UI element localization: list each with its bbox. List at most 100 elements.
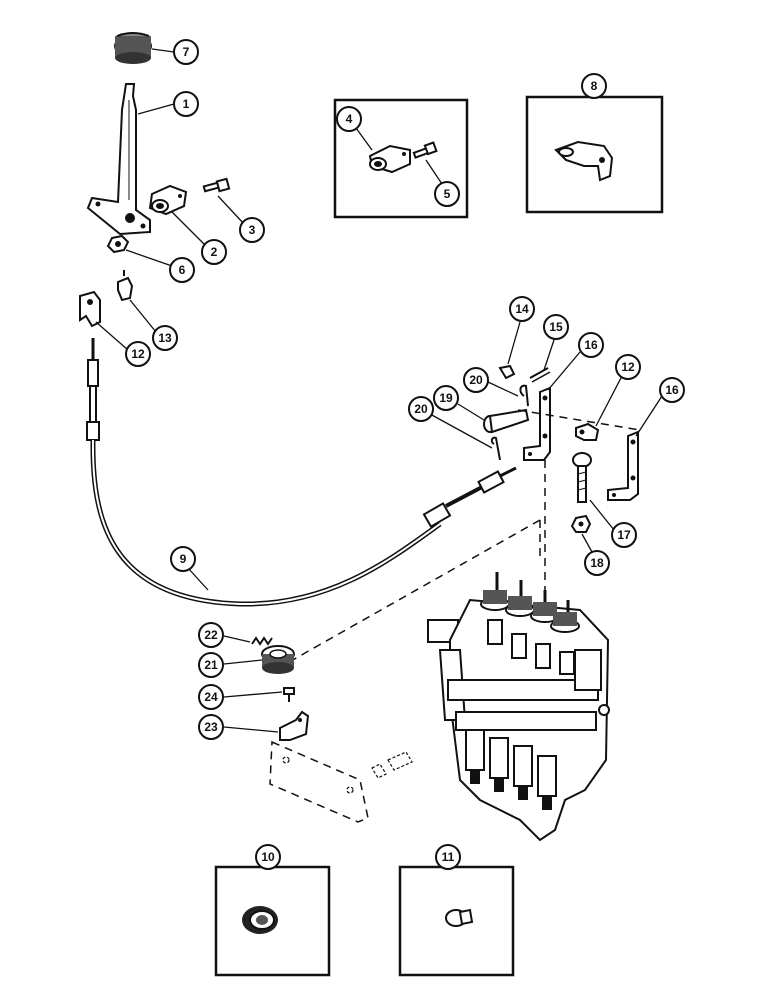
svg-text:15: 15 bbox=[549, 320, 563, 334]
cotter-pin-part-20-upper bbox=[519, 384, 529, 407]
rod-end-part-17 bbox=[572, 452, 592, 503]
callout-20b: 20 bbox=[408, 396, 434, 422]
callout-24: 24 bbox=[198, 684, 224, 710]
leader-4 bbox=[355, 127, 373, 151]
svg-text:23: 23 bbox=[204, 720, 218, 734]
callout-23: 23 bbox=[198, 714, 224, 740]
callout-14: 14 bbox=[509, 296, 535, 322]
svg-text:14: 14 bbox=[515, 302, 529, 316]
screw-part-24 bbox=[283, 687, 295, 702]
leader-15 bbox=[543, 339, 555, 371]
callout-12a: 12 bbox=[125, 341, 151, 367]
callout-18: 18 bbox=[584, 550, 610, 576]
callout-6: 6 bbox=[169, 257, 195, 283]
pivot-bracket-part bbox=[148, 184, 188, 216]
clevis-pin-part-19 bbox=[483, 408, 530, 434]
control-lever-part bbox=[86, 83, 151, 236]
mounting-plate-dashed bbox=[269, 740, 413, 823]
svg-text:12: 12 bbox=[621, 360, 635, 374]
leader-5 bbox=[425, 159, 443, 185]
callout-20a: 20 bbox=[463, 367, 489, 393]
control-cable-part bbox=[86, 338, 517, 607]
callout-11: 11 bbox=[435, 844, 461, 870]
svg-text:1: 1 bbox=[183, 97, 190, 111]
leader-22 bbox=[223, 635, 251, 643]
callout-12b: 12 bbox=[615, 354, 641, 380]
leader-19 bbox=[457, 403, 485, 421]
alternate-bracket-part bbox=[368, 144, 411, 174]
svg-text:17: 17 bbox=[617, 528, 631, 542]
svg-text:13: 13 bbox=[158, 331, 172, 345]
leader-23 bbox=[223, 726, 279, 733]
leader-6 bbox=[125, 249, 173, 267]
leader-13 bbox=[129, 299, 157, 333]
callout-7: 7 bbox=[173, 39, 199, 65]
clevis-part bbox=[79, 290, 101, 328]
svg-text:20: 20 bbox=[469, 373, 483, 387]
grommet-part-10 bbox=[242, 906, 278, 934]
leader-20a bbox=[487, 381, 519, 397]
leader-14 bbox=[507, 321, 521, 365]
leader-1 bbox=[137, 103, 175, 115]
callout-3: 3 bbox=[239, 217, 265, 243]
callout-16a: 16 bbox=[578, 332, 604, 358]
svg-text:5: 5 bbox=[444, 187, 451, 201]
leader-16b bbox=[635, 395, 663, 437]
clevis-part-12-right bbox=[575, 422, 600, 441]
svg-text:3: 3 bbox=[249, 223, 256, 237]
bracket-part-16-left bbox=[523, 386, 551, 461]
bolt-part bbox=[202, 177, 231, 193]
spring-part-22 bbox=[251, 636, 273, 646]
callout-1: 1 bbox=[173, 91, 199, 117]
cotter-pin-part-20-lower bbox=[490, 436, 501, 461]
svg-text:16: 16 bbox=[665, 383, 679, 397]
leader-3 bbox=[217, 195, 245, 225]
alignment-line bbox=[274, 519, 541, 671]
callout-21: 21 bbox=[198, 652, 224, 678]
control-valve-assembly bbox=[427, 572, 610, 842]
svg-text:10: 10 bbox=[261, 850, 275, 864]
leader-24 bbox=[223, 691, 283, 698]
svg-text:12: 12 bbox=[131, 347, 145, 361]
leader-7 bbox=[151, 48, 175, 53]
svg-text:9: 9 bbox=[180, 552, 187, 566]
leader-21 bbox=[223, 659, 263, 665]
callout-13: 13 bbox=[152, 325, 178, 351]
svg-text:7: 7 bbox=[183, 45, 190, 59]
svg-text:11: 11 bbox=[442, 850, 455, 864]
clip-pin-part-14 bbox=[498, 364, 516, 380]
svg-text:22: 22 bbox=[204, 628, 218, 642]
svg-text:2: 2 bbox=[211, 245, 218, 259]
callout-9: 9 bbox=[170, 546, 196, 572]
leader-17 bbox=[589, 499, 615, 531]
callout-19: 19 bbox=[433, 385, 459, 411]
svg-text:21: 21 bbox=[204, 658, 218, 672]
callout-5: 5 bbox=[434, 181, 460, 207]
leader-18 bbox=[581, 533, 593, 553]
leader-20b bbox=[429, 413, 493, 449]
callout-8: 8 bbox=[581, 73, 607, 99]
svg-text:18: 18 bbox=[590, 556, 604, 570]
callout-22: 22 bbox=[198, 622, 224, 648]
callout-10: 10 bbox=[255, 844, 281, 870]
detent-bracket-part-23 bbox=[279, 710, 310, 741]
leader-16a bbox=[547, 351, 581, 391]
clamp-part bbox=[554, 140, 614, 182]
knob-part bbox=[114, 32, 152, 64]
detail-box-10 bbox=[214, 865, 331, 977]
pin-part bbox=[117, 270, 134, 302]
plug-part-11 bbox=[445, 908, 474, 927]
nut-part-18 bbox=[570, 514, 592, 533]
svg-text:6: 6 bbox=[179, 263, 186, 277]
callout-2: 2 bbox=[201, 239, 227, 265]
svg-text:24: 24 bbox=[204, 690, 218, 704]
leader-9 bbox=[187, 567, 209, 591]
leader-12a bbox=[95, 321, 129, 351]
svg-text:8: 8 bbox=[591, 79, 598, 93]
bolt-part-alt bbox=[412, 141, 438, 159]
cotter-pin-part-15 bbox=[529, 367, 551, 383]
svg-text:20: 20 bbox=[414, 402, 428, 416]
bracket-part-16-right bbox=[607, 430, 639, 501]
callout-17: 17 bbox=[611, 522, 637, 548]
